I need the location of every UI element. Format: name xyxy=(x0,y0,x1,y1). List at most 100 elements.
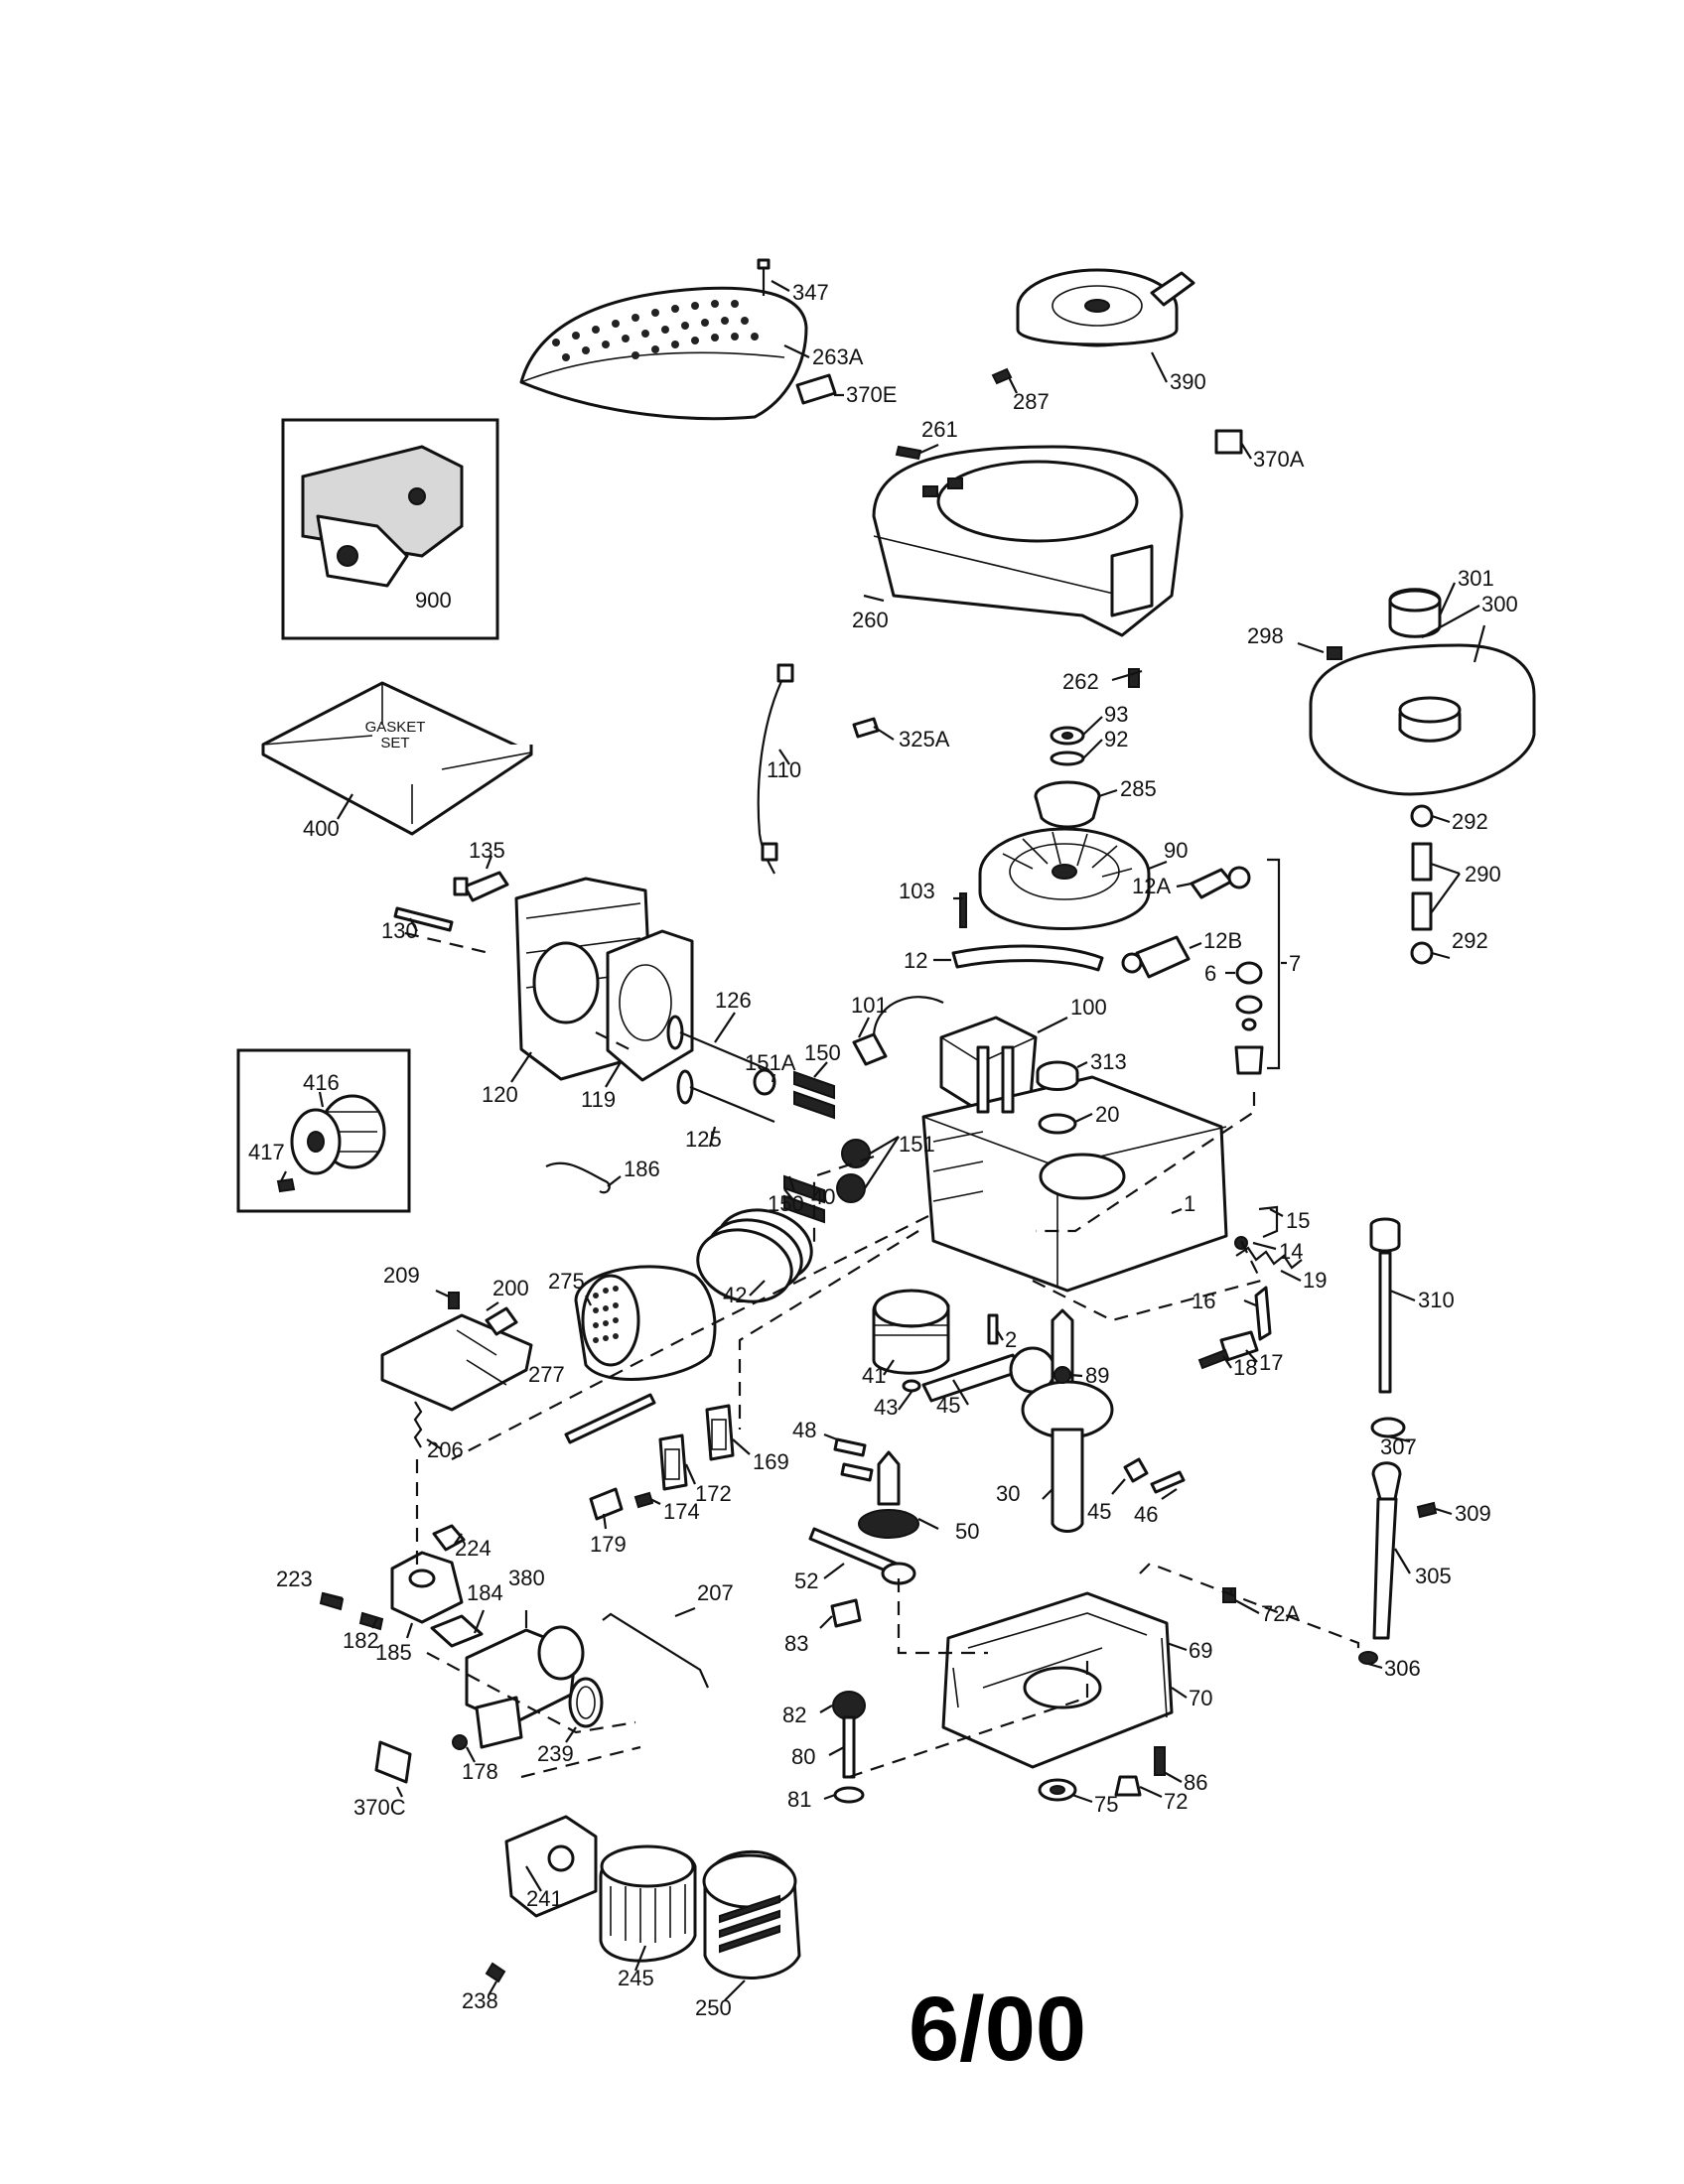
callout-263a: 263A xyxy=(812,344,864,369)
callout-30: 30 xyxy=(996,1481,1020,1506)
callout-390: 390 xyxy=(1170,369,1206,394)
callout-150a: 150 xyxy=(804,1040,841,1065)
wire-110 xyxy=(757,663,794,875)
callout-262: 262 xyxy=(1062,669,1099,694)
callout-182: 182 xyxy=(343,1628,379,1653)
callout-285: 285 xyxy=(1120,776,1157,801)
screw-103 xyxy=(959,892,967,928)
callout-900: 900 xyxy=(415,588,452,613)
decal-370e xyxy=(795,373,837,405)
gasket-set-text-line1: GASKET xyxy=(365,719,426,736)
seal-75 xyxy=(1038,1778,1077,1802)
screw-18 xyxy=(1197,1348,1230,1370)
callout-72: 72 xyxy=(1164,1789,1188,1814)
callout-241: 241 xyxy=(526,1886,563,1911)
bolt-46 xyxy=(1150,1470,1186,1494)
callout-90: 90 xyxy=(1164,838,1188,863)
shaft-80 xyxy=(842,1715,856,1779)
gasket-169 xyxy=(705,1404,735,1461)
base-241 xyxy=(504,1815,598,1918)
callout-310: 310 xyxy=(1418,1288,1455,1312)
callout-86: 86 xyxy=(1184,1770,1207,1795)
gasket-set-text-line2: SET xyxy=(380,735,409,751)
crankshaft-30 xyxy=(1021,1308,1114,1533)
callout-380: 380 xyxy=(508,1566,545,1590)
cover-250 xyxy=(702,1849,801,1979)
callout-125: 125 xyxy=(685,1127,722,1152)
callout-200: 200 xyxy=(492,1276,529,1300)
callout-207: 207 xyxy=(697,1580,734,1605)
connector-12b xyxy=(1121,935,1191,979)
cap-301 xyxy=(1388,588,1442,638)
callout-370c: 370C xyxy=(353,1795,406,1820)
gasket-172 xyxy=(658,1433,688,1491)
callout-223: 223 xyxy=(276,1567,313,1591)
part-185 xyxy=(390,1551,464,1624)
screw-209 xyxy=(448,1292,460,1309)
callout-70: 70 xyxy=(1189,1686,1212,1710)
callout-75: 75 xyxy=(1094,1792,1118,1817)
callout-238: 238 xyxy=(462,1988,498,2013)
pins-48 xyxy=(833,1437,874,1482)
plug-72 xyxy=(1114,1775,1142,1797)
callout-20: 20 xyxy=(1095,1102,1119,1127)
callout-40: 40 xyxy=(811,1184,835,1209)
callout-292a: 292 xyxy=(1452,809,1488,834)
callout-130: 130 xyxy=(381,918,418,943)
callout-325a: 325A xyxy=(899,727,950,751)
crankcase-70 xyxy=(941,1591,1174,1769)
callout-1: 1 xyxy=(1184,1191,1195,1216)
part-300-fuel-tank xyxy=(1309,643,1536,796)
valve-125 xyxy=(676,1069,775,1124)
screw-298 xyxy=(1327,646,1342,660)
spring-19 xyxy=(1235,1246,1303,1270)
callout-301: 301 xyxy=(1458,566,1494,591)
filter-245 xyxy=(599,1844,697,1963)
screw-86 xyxy=(1154,1746,1166,1776)
valve-126 xyxy=(666,1015,771,1072)
callout-12b: 12B xyxy=(1203,928,1242,953)
inset-900-engine xyxy=(281,418,499,640)
callout-110: 110 xyxy=(767,757,801,782)
hose-12 xyxy=(951,944,1104,972)
callout-103: 103 xyxy=(899,879,935,903)
callout-206: 206 xyxy=(427,1437,464,1462)
callout-69: 69 xyxy=(1189,1638,1212,1663)
callout-169: 169 xyxy=(753,1449,789,1474)
callout-83: 83 xyxy=(784,1631,808,1656)
nut-93 xyxy=(1050,726,1085,746)
callout-250: 250 xyxy=(695,1995,732,2020)
pin-2 xyxy=(987,1313,999,1345)
decal-370c xyxy=(374,1740,412,1784)
callout-72a: 72A xyxy=(1261,1601,1300,1626)
callout-370e: 370E xyxy=(846,382,897,407)
gasket-184 xyxy=(430,1614,484,1648)
callout-417: 417 xyxy=(248,1140,285,1164)
callout-80: 80 xyxy=(791,1744,815,1769)
link-15 xyxy=(1258,1205,1279,1239)
screw-347 xyxy=(757,258,771,296)
screw-174 xyxy=(633,1491,654,1509)
callout-82: 82 xyxy=(782,1703,806,1727)
nut-45 xyxy=(1123,1457,1149,1483)
callout-2: 2 xyxy=(1005,1327,1017,1352)
tube-305 xyxy=(1371,1461,1402,1640)
callout-287: 287 xyxy=(1013,389,1050,414)
gasket-119 xyxy=(606,929,694,1082)
callout-100: 100 xyxy=(1070,995,1107,1020)
rings-42 xyxy=(696,1208,813,1303)
part-224 xyxy=(432,1524,466,1552)
callout-135: 135 xyxy=(469,838,505,863)
block-1 xyxy=(921,1045,1228,1293)
flywheel-90 xyxy=(978,827,1151,930)
callout-309: 309 xyxy=(1455,1501,1491,1526)
part-6-stack xyxy=(1234,961,1264,1075)
callout-239: 239 xyxy=(537,1741,574,1766)
callout-172: 172 xyxy=(695,1481,732,1506)
gear-50 xyxy=(858,1450,919,1539)
callout-18: 18 xyxy=(1233,1355,1257,1380)
callout-261: 261 xyxy=(921,417,958,442)
callout-46: 46 xyxy=(1134,1502,1158,1527)
seal-151a xyxy=(753,1068,776,1096)
